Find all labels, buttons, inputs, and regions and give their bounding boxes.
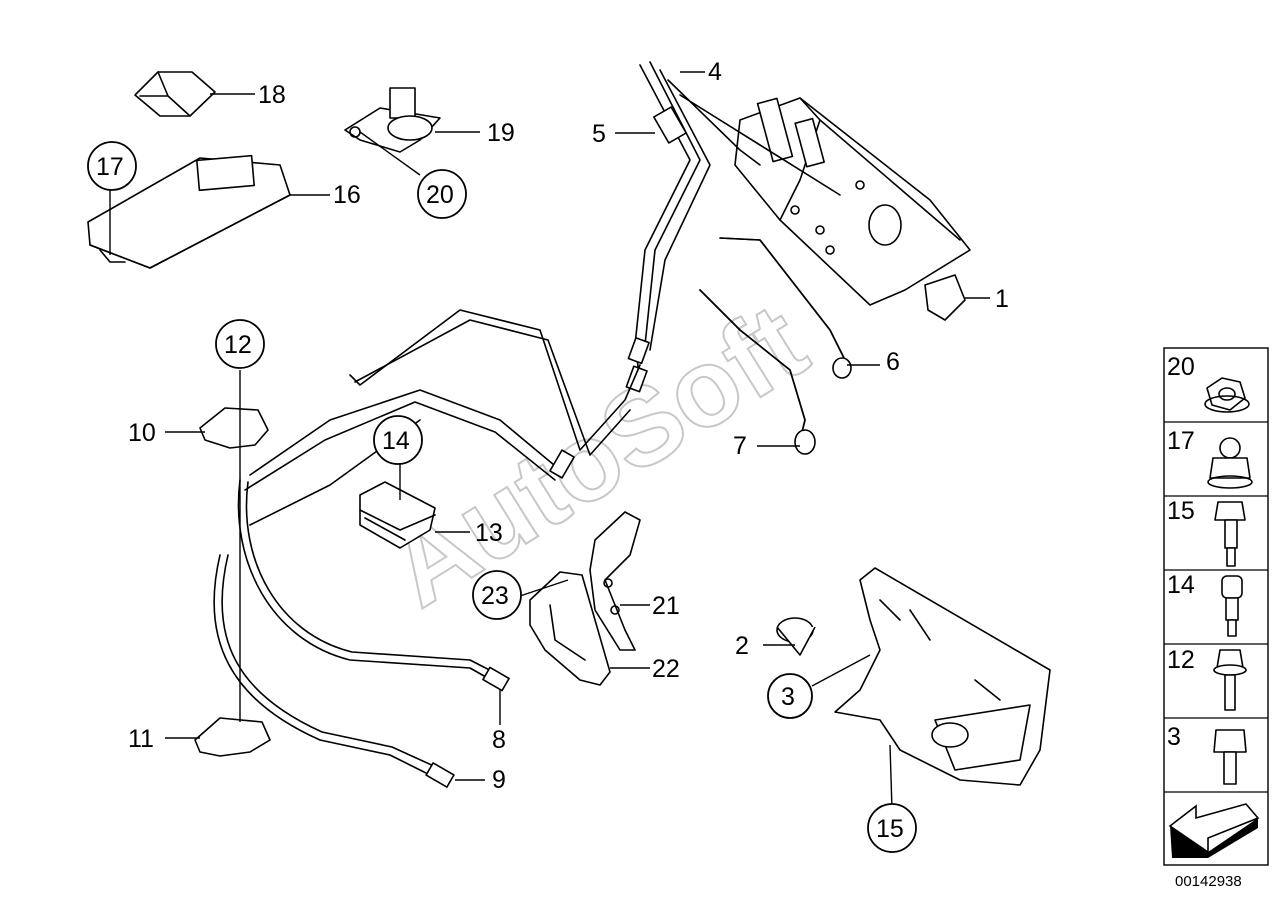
hex-bolt-icon bbox=[1213, 729, 1247, 785]
callout-16[interactable]: 16 bbox=[333, 181, 361, 209]
callout-21[interactable]: 21 bbox=[652, 592, 680, 620]
part-22-bracket[interactable] bbox=[529, 571, 611, 686]
socket-bolt-icon bbox=[1221, 575, 1243, 637]
callout-20[interactable]: 20 bbox=[426, 181, 454, 209]
legend-label-15: 15 bbox=[1167, 497, 1195, 525]
legend-label-20: 20 bbox=[1167, 353, 1195, 381]
callout-12[interactable]: 12 bbox=[224, 331, 252, 359]
legend-label-3: 3 bbox=[1167, 723, 1181, 751]
callout-11[interactable]: 11 bbox=[128, 725, 154, 753]
callouts: 1 2 3 4 5 6 7 8 9 10 11 12 13 14 15 16 1… bbox=[87, 58, 1009, 853]
legend-label-14: 14 bbox=[1167, 571, 1195, 599]
part-21-bracket[interactable] bbox=[589, 511, 641, 651]
callout-5[interactable]: 5 bbox=[592, 120, 606, 148]
part-11-holder[interactable] bbox=[194, 717, 271, 757]
part-15-plate[interactable] bbox=[776, 567, 1051, 786]
callout-9[interactable]: 9 bbox=[492, 766, 506, 794]
callout-1[interactable]: 1 bbox=[995, 285, 1009, 313]
callout-19[interactable]: 19 bbox=[487, 119, 515, 147]
callout-4[interactable]: 4 bbox=[708, 58, 722, 86]
part-13-rubber-mount[interactable] bbox=[359, 481, 436, 549]
callout-20-circle bbox=[417, 169, 467, 219]
flange-bolt-icon bbox=[1213, 649, 1247, 711]
cap-nut-icon bbox=[1207, 437, 1253, 489]
callout-23[interactable]: 23 bbox=[481, 582, 509, 610]
callout-3-circle bbox=[767, 673, 813, 719]
callout-6[interactable]: 6 bbox=[886, 348, 900, 376]
part-16-control-unit[interactable] bbox=[87, 154, 291, 269]
callout-15-circle bbox=[867, 803, 917, 853]
callout-22[interactable]: 22 bbox=[652, 655, 680, 683]
callout-2[interactable]: 2 bbox=[735, 632, 749, 660]
reference-number: 00142938 bbox=[1175, 873, 1242, 890]
callout-13[interactable]: 13 bbox=[475, 519, 503, 547]
part-8-9-lines[interactable] bbox=[213, 309, 641, 788]
part-19-sensor[interactable] bbox=[344, 87, 441, 153]
callout-10[interactable]: 10 bbox=[128, 419, 156, 447]
callout-15[interactable]: 15 bbox=[876, 815, 904, 843]
callout-8[interactable]: 8 bbox=[492, 726, 506, 754]
callout-23-circle bbox=[472, 570, 522, 620]
legend-label-12: 12 bbox=[1167, 646, 1195, 674]
callout-17[interactable]: 17 bbox=[96, 153, 124, 181]
part-18-clip[interactable] bbox=[134, 71, 216, 117]
callout-14-circle bbox=[373, 415, 423, 465]
flange-nut-icon bbox=[1204, 377, 1250, 413]
part-10-holder[interactable] bbox=[199, 407, 269, 449]
shoulder-bolt-icon bbox=[1214, 501, 1246, 567]
callout-14[interactable]: 14 bbox=[382, 427, 410, 455]
part-6-7-hoses[interactable] bbox=[699, 237, 852, 455]
part-1-valve-block[interactable] bbox=[734, 97, 971, 321]
callout-7[interactable]: 7 bbox=[733, 432, 747, 460]
part-5-brake-lines[interactable] bbox=[625, 61, 841, 393]
callout-17-circle bbox=[87, 141, 137, 191]
callout-3[interactable]: 3 bbox=[781, 683, 795, 711]
leader-lines bbox=[109, 71, 990, 811]
legend-label-17: 17 bbox=[1167, 427, 1195, 455]
callout-12-circle bbox=[215, 319, 265, 369]
callout-18[interactable]: 18 bbox=[258, 81, 286, 109]
direction-arrow-icon bbox=[1168, 803, 1260, 858]
fastener-legend: 20 17 15 14 12 3 bbox=[1163, 347, 1269, 866]
